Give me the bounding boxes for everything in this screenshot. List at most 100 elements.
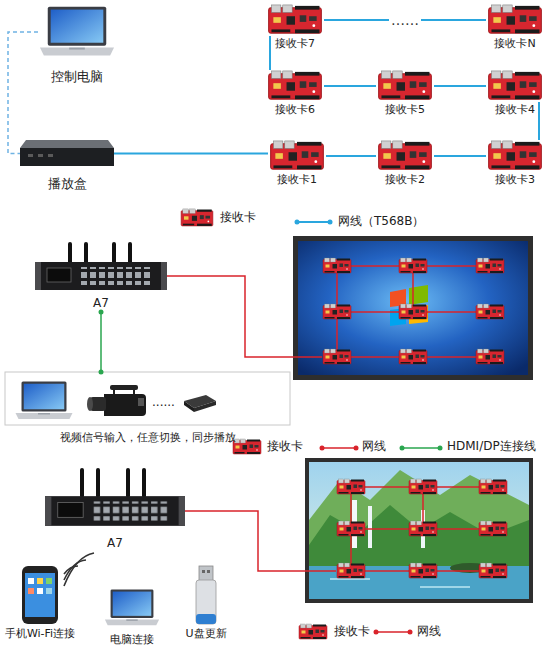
receiver-card-icons <box>489 71 542 99</box>
video-source-group <box>5 372 290 425</box>
player-box-icon <box>28 154 33 157</box>
node-label: 接收卡7 <box>275 38 315 51</box>
player-box-icon <box>20 148 114 166</box>
video-source-group <box>16 382 73 420</box>
led-screen-windows <box>337 266 490 357</box>
receiver-card: 接收卡6 <box>266 70 324 102</box>
computer-link: 电脑连接 <box>102 588 162 628</box>
legend-text: 接收卡 <box>267 440 303 454</box>
connector-line <box>538 102 540 140</box>
led-screen-landscape <box>305 458 533 603</box>
led-screen-windows <box>323 304 351 319</box>
node-label: 接收卡4 <box>495 104 535 117</box>
receiver-card-icons <box>489 141 542 169</box>
legend-text: HDMI/DP连接线 <box>447 440 536 454</box>
led-screen-landscape <box>351 487 493 571</box>
network-cable-wire <box>167 276 322 357</box>
node-label: 手机Wi-Fi连接 <box>5 628 75 641</box>
connector-dot <box>99 370 104 375</box>
led-screen-landscape <box>337 521 365 536</box>
a7-device-top <box>35 244 167 290</box>
led-screen-landscape <box>305 458 533 603</box>
connector-line <box>100 312 102 372</box>
player-box-icon <box>38 154 43 157</box>
led-screen-windows <box>476 304 504 319</box>
receiver-card: 接收卡2 <box>376 140 434 172</box>
led-screen-landscape <box>309 470 529 545</box>
node-label: 视频信号输入，任意切换，同步播放 <box>60 432 236 445</box>
led-screen-landscape <box>309 505 529 578</box>
a7-controller: A7 <box>35 243 167 312</box>
led-screen-windows <box>476 349 504 364</box>
phone-icon <box>64 553 94 586</box>
receiver-card: 接收卡N <box>486 4 544 36</box>
connector-line <box>114 153 268 155</box>
legend-samples-middle <box>438 446 443 451</box>
led-screen-windows <box>323 349 351 364</box>
receiver-card-icons <box>379 71 432 99</box>
player-box-icon <box>20 140 114 166</box>
led-screen-windows <box>323 258 351 273</box>
video-source-group <box>133 390 135 394</box>
phone-icon <box>28 588 34 594</box>
led-screen-landscape <box>409 521 437 536</box>
a7-device-top <box>35 262 167 290</box>
note-text: ...... <box>152 396 175 410</box>
a7-device-bottom <box>45 470 185 526</box>
phone-icon <box>28 578 34 584</box>
legend-samples-top <box>297 221 330 223</box>
node-label: A7 <box>45 537 185 551</box>
led-screen-landscape <box>420 586 470 588</box>
player-box-icon <box>20 140 114 148</box>
video-source-group <box>113 390 115 394</box>
phone-icon <box>37 588 43 594</box>
receiver-card-icons <box>269 71 322 99</box>
legend-text: 网线 <box>417 625 441 639</box>
network-cable-wire <box>185 511 336 571</box>
receiver-card: 接收卡7 <box>266 4 324 36</box>
led-screen-windows <box>293 236 533 380</box>
receiver-card: 接收卡4 <box>486 70 544 102</box>
receiver-card: 接收卡3 <box>486 140 544 172</box>
phone-icon <box>46 588 52 594</box>
a7-device-top <box>84 244 88 262</box>
receiver-card-icons <box>489 5 542 33</box>
legend-samples-bottom <box>376 631 410 633</box>
receiver-card-icons <box>379 141 432 169</box>
connector-line <box>324 85 376 87</box>
legend-samples-middle <box>233 439 261 454</box>
led-screen-landscape <box>368 506 372 548</box>
led-screen-windows <box>293 236 533 380</box>
receiver-card-icons <box>271 141 324 169</box>
receiver-card-icons <box>269 5 542 169</box>
led-screen-landscape <box>337 563 365 578</box>
laptop-icon <box>105 589 159 625</box>
usb-drive-icon <box>202 570 205 573</box>
node-label: 接收卡2 <box>385 174 425 187</box>
video-source-group <box>184 401 194 412</box>
video-source-group <box>104 394 146 416</box>
node-label: 电脑连接 <box>110 634 154 647</box>
network-cable-wire <box>167 276 322 357</box>
phone-icon <box>22 566 58 624</box>
usb-drive-icon <box>199 566 213 581</box>
video-source-group <box>194 401 216 412</box>
connector-line <box>434 85 486 87</box>
node-label: 接收卡N <box>494 38 535 51</box>
led-screen-landscape <box>479 521 507 536</box>
node-label: 接收卡3 <box>495 174 535 187</box>
usb-drive-icon <box>196 580 216 624</box>
control-laptop-icon <box>40 7 114 56</box>
control-computer: 控制电脑 <box>38 4 116 60</box>
led-screen-landscape <box>479 479 507 494</box>
a7-device-bottom <box>126 470 130 496</box>
legend-samples-top <box>181 209 213 226</box>
usb-update: U盘更新 <box>190 566 222 624</box>
legend-text: 网线（T568B） <box>338 215 424 229</box>
legend-samples-bottom <box>374 630 379 635</box>
legend-text: 接收卡 <box>220 211 256 225</box>
